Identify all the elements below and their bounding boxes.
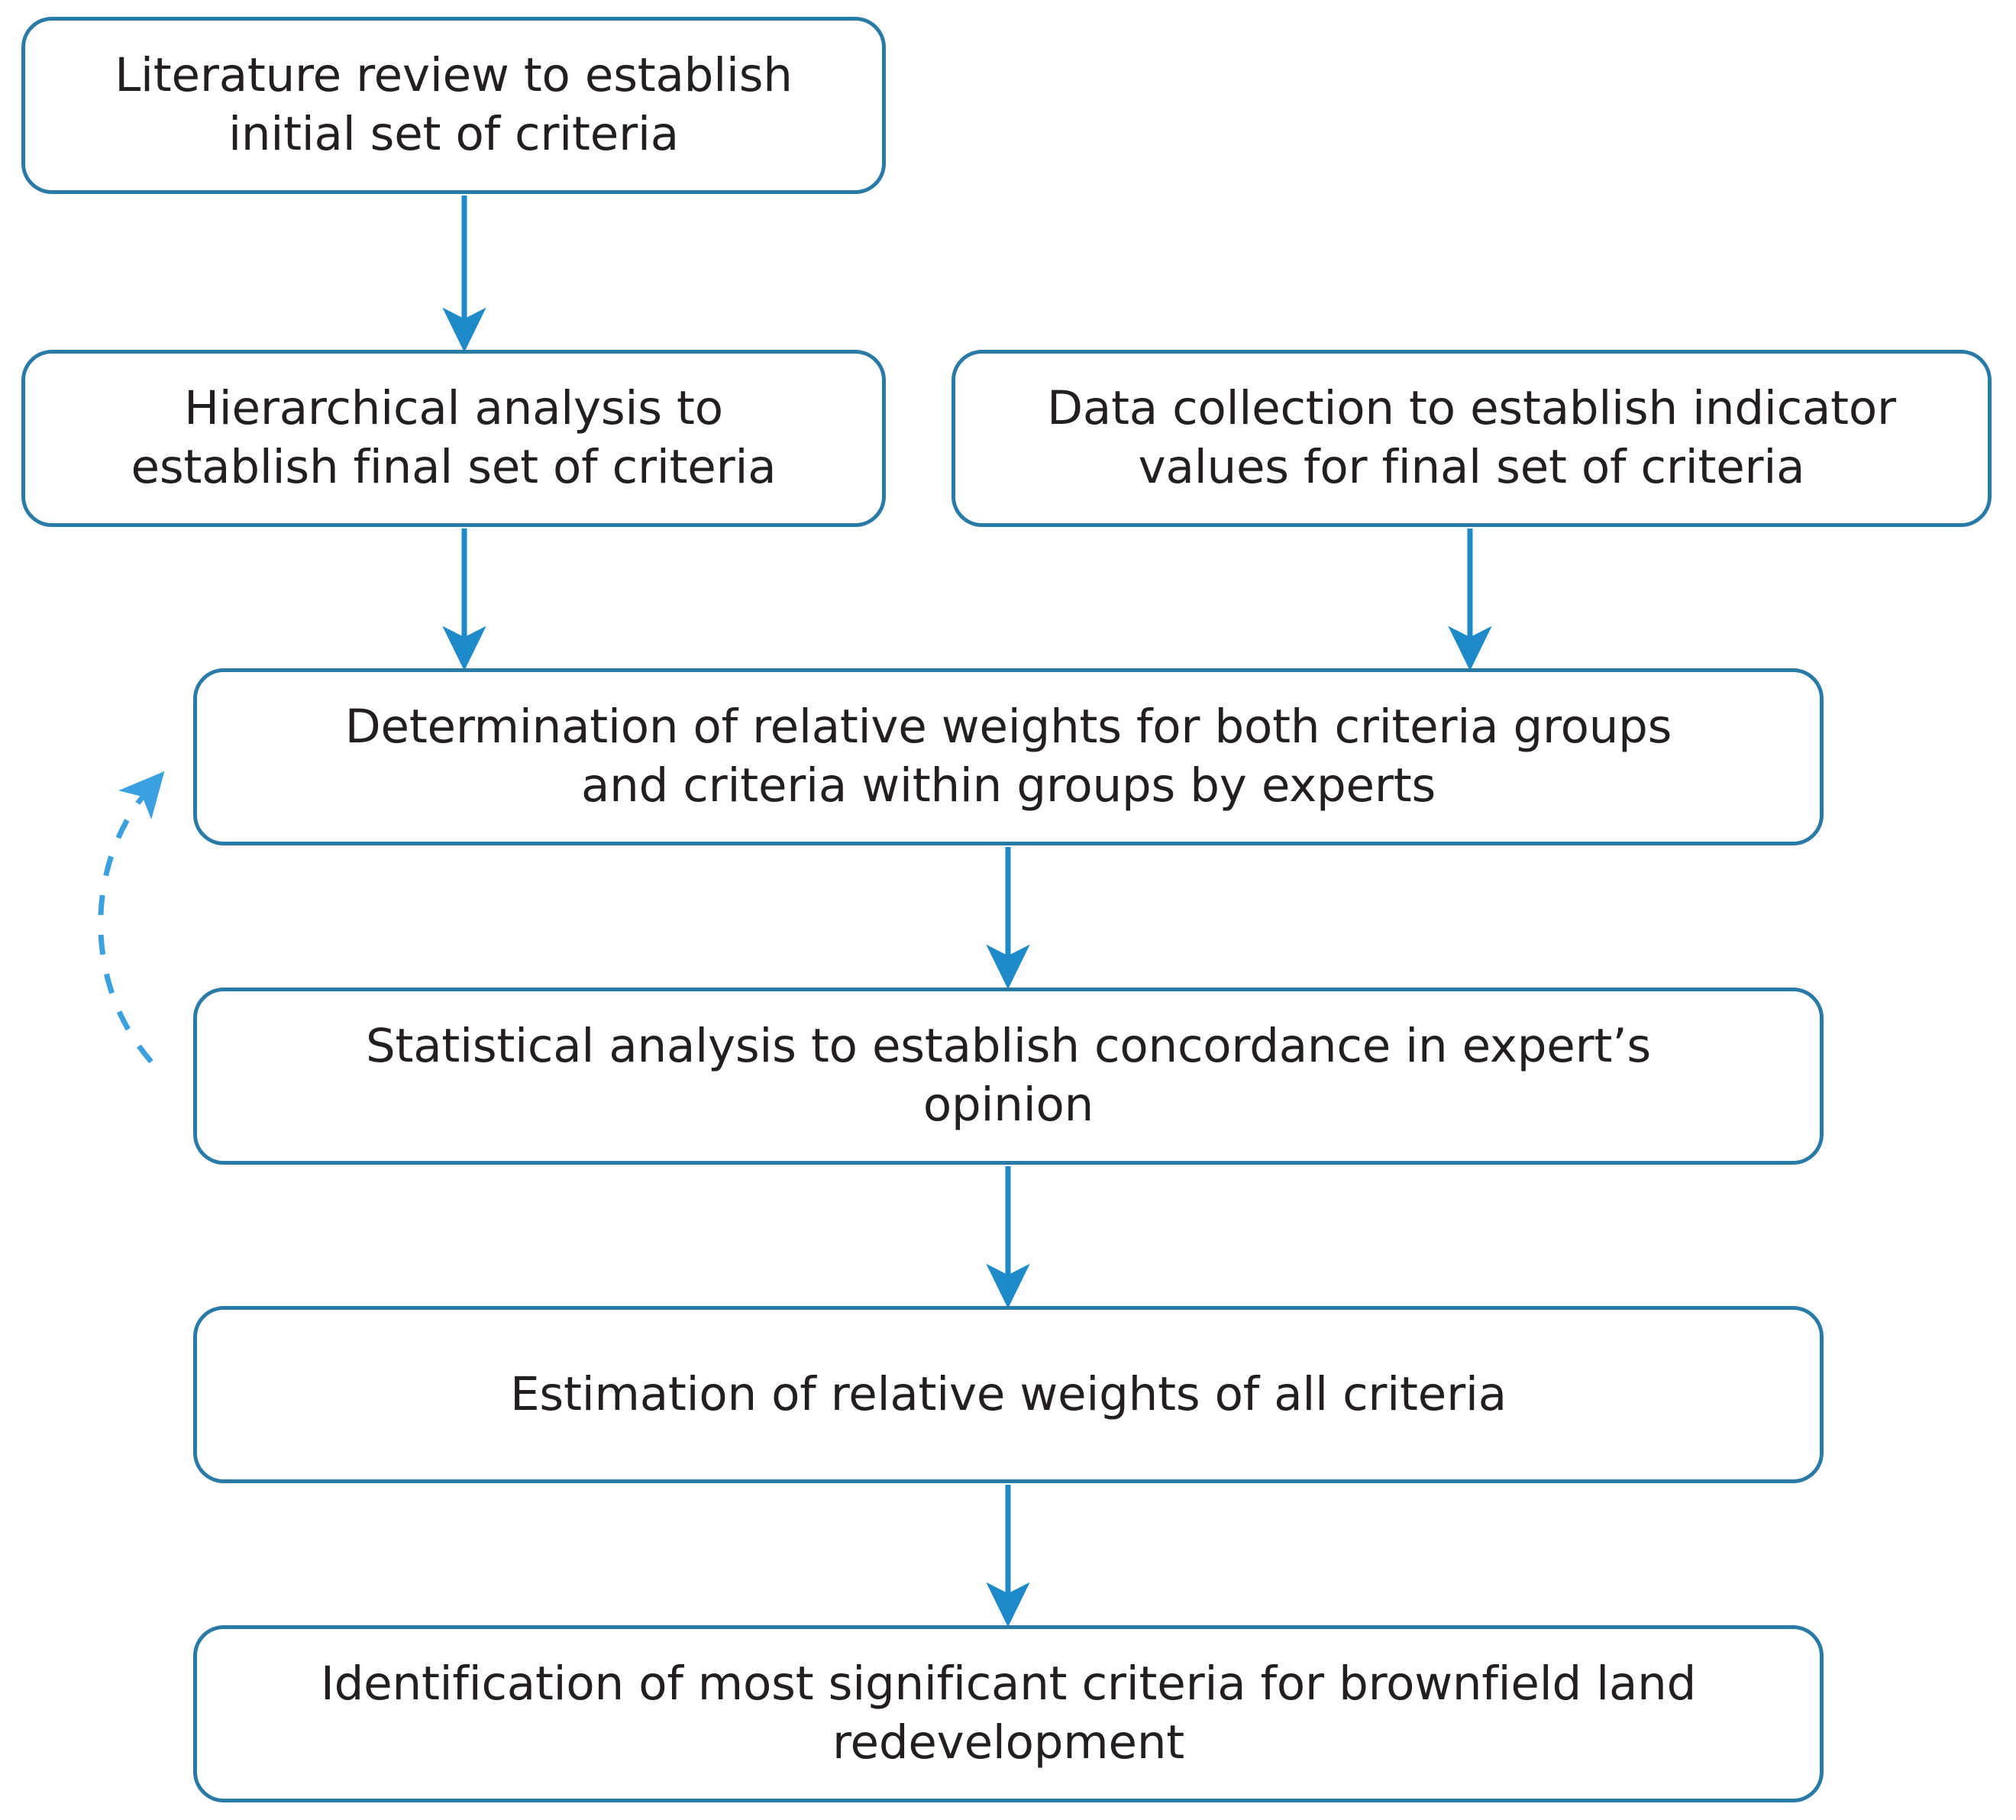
- node-hierarchical-analysis-label: Hierarchical analysis to establish final…: [131, 381, 777, 494]
- edge-statistical-feedback: [98, 771, 165, 1064]
- node-identification-of-criteria-label: Identification of most significant crite…: [320, 1657, 1697, 1770]
- node-statistical-analysis[interactable]: Statistical analysis to establish concor…: [193, 988, 1824, 1165]
- node-hierarchical-analysis[interactable]: Hierarchical analysis to establish final…: [21, 350, 886, 527]
- node-statistical-analysis-label: Statistical analysis to establish concor…: [365, 1019, 1652, 1132]
- node-literature-review[interactable]: Literature review to establish initial s…: [21, 17, 886, 194]
- node-data-collection-label: Data collection to establish indicator v…: [1047, 381, 1896, 494]
- node-literature-review-label: Literature review to establish initial s…: [115, 48, 793, 161]
- node-identification-of-criteria[interactable]: Identification of most significant crite…: [193, 1625, 1824, 1802]
- node-estimation-of-weights-label: Estimation of relative weights of all cr…: [510, 1366, 1507, 1421]
- node-determination-of-weights-label: Determination of relative weights for bo…: [344, 700, 1672, 813]
- node-estimation-of-weights[interactable]: Estimation of relative weights of all cr…: [193, 1306, 1824, 1483]
- node-data-collection[interactable]: Data collection to establish indicator v…: [951, 350, 1992, 527]
- node-determination-of-weights[interactable]: Determination of relative weights for bo…: [193, 668, 1824, 845]
